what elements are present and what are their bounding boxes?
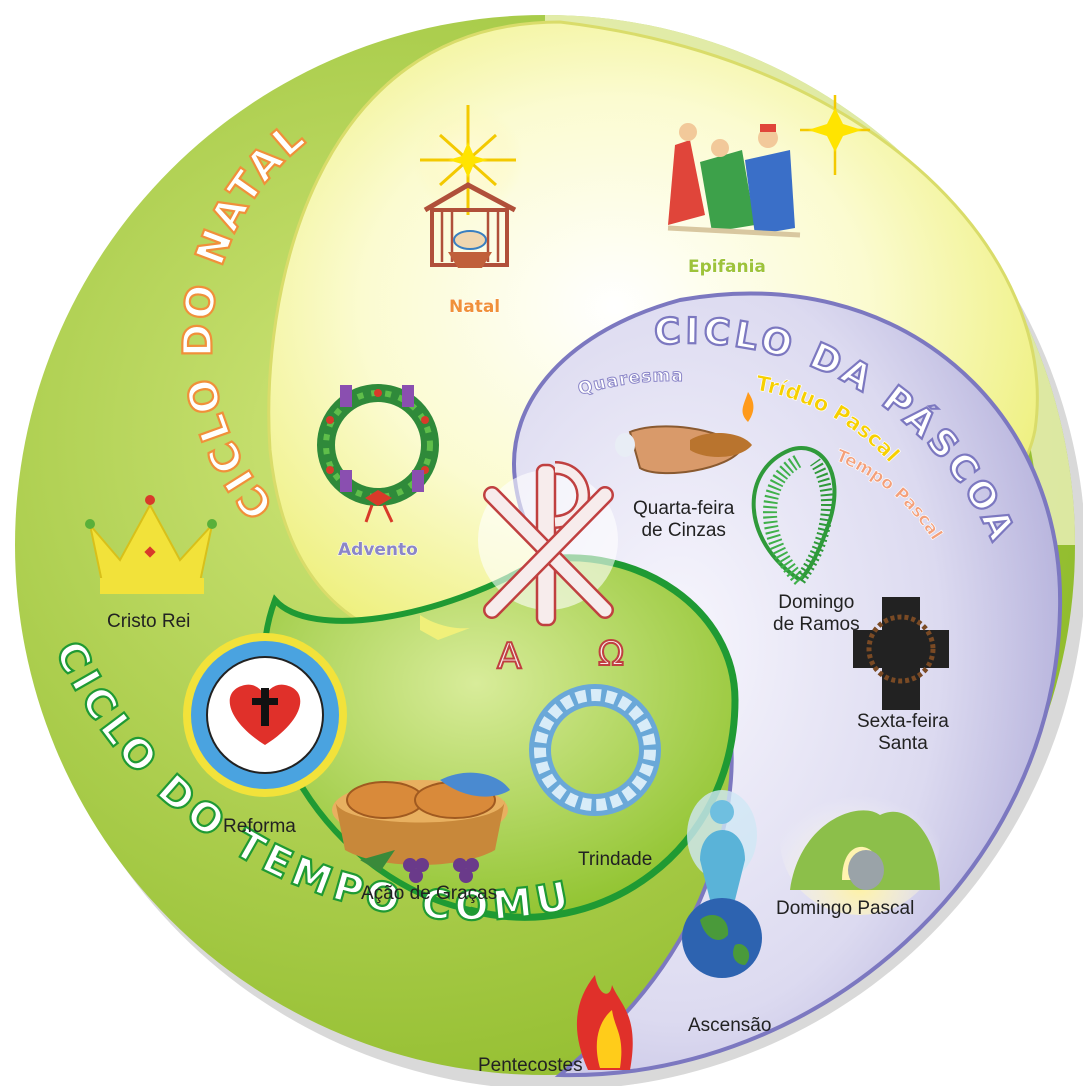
- luther-rose-icon: [183, 633, 347, 797]
- fish-circle-icon: [529, 684, 661, 816]
- ascensao-label: Ascensão: [688, 1015, 772, 1036]
- pentecost-flames-icon: [576, 975, 633, 1070]
- cross-with-thorns-icon: [853, 597, 949, 710]
- reforma-label: Reforma: [223, 816, 296, 837]
- epifania-label: Epifania: [688, 257, 767, 278]
- bread-fish-basket-icon: [332, 772, 510, 883]
- oil-lamp-icon: [615, 392, 754, 475]
- empty-tomb-icon: [780, 765, 940, 915]
- sexta-feira-santa-label: Sexta-feira Santa: [857, 711, 949, 754]
- ascension-icon: [682, 790, 762, 978]
- alpha-letter: A: [497, 636, 522, 677]
- domingo-pascal-label: Domingo Pascal: [776, 898, 915, 919]
- domingo-de-ramos-label: Domingo de Ramos: [773, 592, 860, 635]
- advento-label: Advento: [338, 540, 419, 561]
- nativity-icon: [413, 105, 523, 268]
- acao-de-gracas-label: Ação de Graças: [361, 883, 498, 904]
- cycle-arrow-icon: [420, 615, 470, 640]
- quarta-feira-de-cinzas-label: Quarta-feira de Cinzas: [633, 498, 735, 541]
- advent-wreath-icon: [317, 384, 439, 523]
- omega-letter: Ω: [598, 634, 624, 674]
- palm-branch-icon: [751, 446, 837, 585]
- pentecostes-label: Pentecostes: [478, 1055, 583, 1076]
- natal-label: Natal: [448, 297, 501, 318]
- chi-rho-icon: [478, 461, 618, 627]
- cristo-rei-label: Cristo Rei: [107, 611, 191, 632]
- magi-icon: [667, 95, 870, 238]
- trindade-label: Trindade: [578, 849, 653, 870]
- crown-icon: [85, 495, 217, 594]
